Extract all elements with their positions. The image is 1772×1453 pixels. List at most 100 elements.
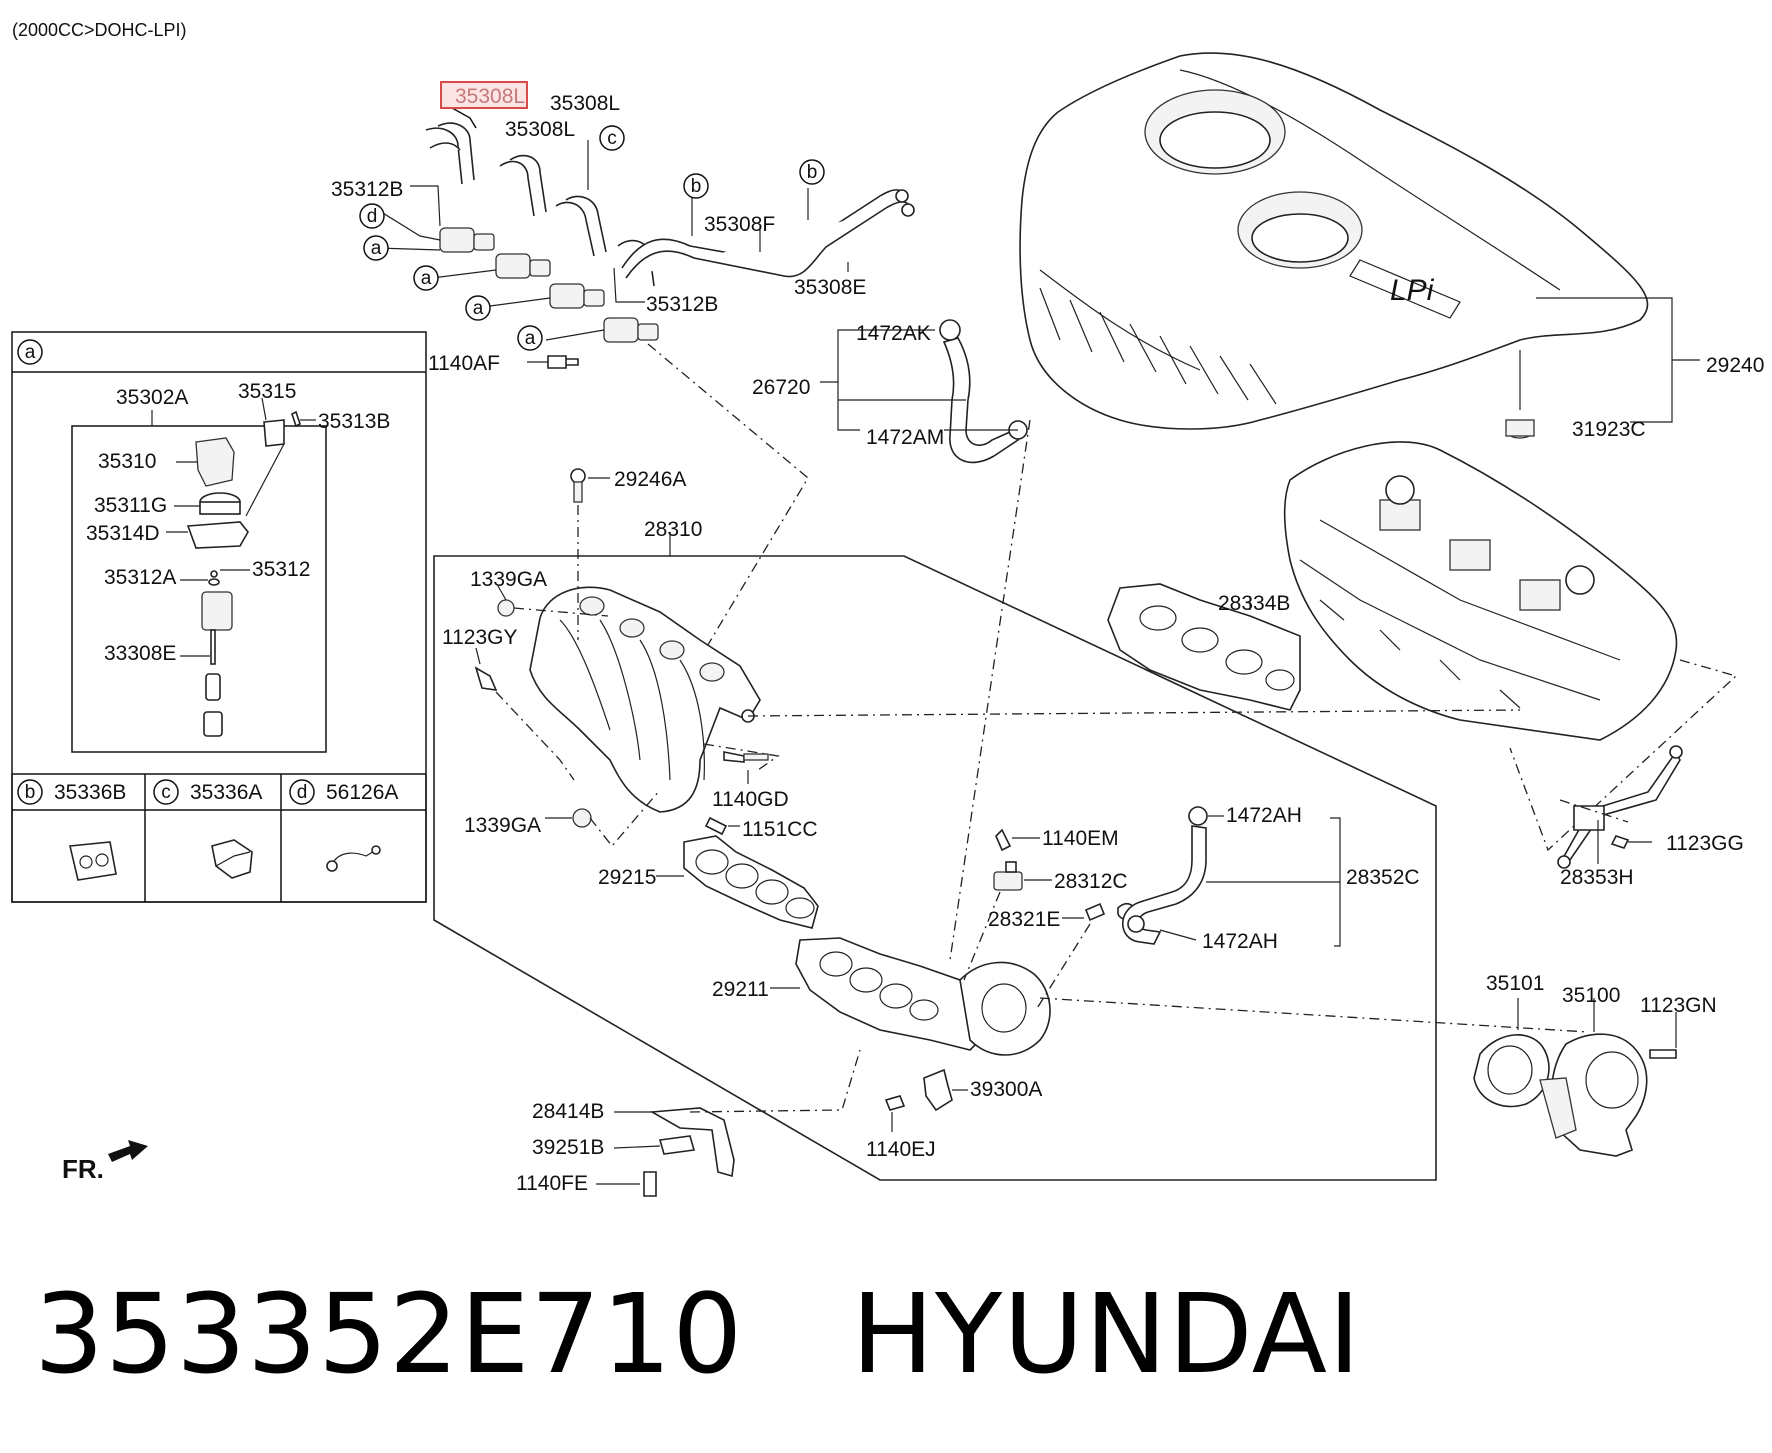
front-direction-arrow xyxy=(108,1140,148,1162)
callout-1472AM[interactable]: 1472AM xyxy=(866,426,944,449)
inset-cell-d-part[interactable]: 56126A xyxy=(326,781,398,804)
wire-56126A xyxy=(331,849,377,865)
inset-35310[interactable]: 35310 xyxy=(98,450,156,473)
callout-1140AF[interactable]: 1140AF xyxy=(428,352,500,375)
callout-28334B[interactable]: 28334B xyxy=(1218,592,1290,615)
fuel-injectors xyxy=(439,227,659,343)
stud-1151CC xyxy=(704,816,728,836)
inset-33308E[interactable]: 33308E xyxy=(104,642,176,665)
callout-1123GY[interactable]: 1123GY xyxy=(442,626,518,649)
ref-markers: c b b d a a a a xyxy=(359,125,825,351)
inset-35311G[interactable]: 35311G xyxy=(94,494,167,517)
bolt-1140GD xyxy=(723,751,769,763)
callout-28310[interactable]: 28310 xyxy=(644,518,702,541)
callout-1151CC[interactable]: 1151CC xyxy=(742,818,818,841)
highlighted-part-box xyxy=(440,81,528,109)
callout-35312B-b[interactable]: 35312B xyxy=(646,293,718,316)
inset-35312A[interactable]: 35312A xyxy=(104,566,176,589)
callout-1339GA-b[interactable]: 1339GA xyxy=(464,814,541,837)
callout-31923C[interactable]: 31923C xyxy=(1572,418,1646,441)
callout-35308L-highlighted[interactable]: 35308L xyxy=(455,85,525,108)
callout-35308F[interactable]: 35308F xyxy=(704,213,775,236)
callout-29240[interactable]: 29240 xyxy=(1706,354,1764,377)
brand-name: HYUNDAI xyxy=(851,1270,1362,1398)
callout-1339GA-a[interactable]: 1339GA xyxy=(470,568,547,591)
callout-1140FE[interactable]: 1140FE xyxy=(516,1172,588,1195)
sensor-39300A xyxy=(923,1068,953,1112)
throttle-body-35100 xyxy=(1539,1033,1648,1157)
ref-marker-d: d xyxy=(367,206,378,227)
nut-1339GA-upper xyxy=(497,599,515,617)
sensor-28312C xyxy=(993,861,1023,891)
clip-35336A xyxy=(211,839,253,879)
callout-labels: 35308L 35308L 35308L 35312B 35308F 35308… xyxy=(331,81,1764,1195)
callout-35312B-a[interactable]: 35312B xyxy=(331,178,403,201)
inset-35315[interactable]: 35315 xyxy=(238,380,296,403)
callout-39300A[interactable]: 39300A xyxy=(970,1078,1042,1101)
callout-1472AH-a[interactable]: 1472AH xyxy=(1226,804,1302,827)
inset-cell-c-marker: c xyxy=(161,782,171,803)
callout-28312C[interactable]: 28312C xyxy=(1054,870,1128,893)
callout-28414B[interactable]: 28414B xyxy=(532,1100,604,1123)
callout-1140EJ[interactable]: 1140EJ xyxy=(866,1138,936,1161)
callout-1123GG[interactable]: 1123GG xyxy=(1666,832,1744,855)
front-direction-label: FR. xyxy=(62,1154,104,1184)
engine-spec-label: (2000CC>DOHC-LPI) xyxy=(12,20,187,40)
ref-marker-b2: b xyxy=(807,162,818,183)
callout-35308E[interactable]: 35308E xyxy=(794,276,866,299)
inset-a-panel: a 35302A 35315 35313B 35310 35311G 35314… xyxy=(11,331,427,903)
callout-28352C[interactable]: 28352C xyxy=(1346,866,1420,889)
ref-marker-a4: a xyxy=(525,328,536,349)
grommet xyxy=(1505,419,1535,439)
callout-35101[interactable]: 35101 xyxy=(1486,972,1544,995)
fuel-injector-hoses xyxy=(425,103,915,287)
ref-marker-c: c xyxy=(607,128,617,149)
callout-1140EM[interactable]: 1140EM xyxy=(1042,827,1119,850)
intake-manifold xyxy=(529,586,761,813)
inset-a-marker: a xyxy=(25,342,36,363)
svg-text:LPi: LPi xyxy=(1390,274,1435,307)
inset-cell-d-marker: d xyxy=(297,782,308,803)
bolt-1123GY xyxy=(474,666,498,691)
ref-marker-a1: a xyxy=(371,238,382,259)
bracket-28414B xyxy=(643,1107,735,1197)
callout-28353H[interactable]: 28353H xyxy=(1560,866,1634,889)
inset-35312[interactable]: 35312 xyxy=(252,558,310,581)
ref-marker-a2: a xyxy=(421,268,432,289)
inset-cell-c-part[interactable]: 35336A xyxy=(190,781,262,804)
inset-cell-b-part[interactable]: 35336B xyxy=(54,781,126,804)
gasket-29215 xyxy=(683,835,819,929)
callout-1140GD[interactable]: 1140GD xyxy=(712,788,789,811)
callout-26720[interactable]: 26720 xyxy=(752,376,810,399)
callout-35308L-a[interactable]: 35308L xyxy=(550,92,620,115)
nut-1339GA-lower xyxy=(572,808,592,828)
callout-1472AK[interactable]: 1472AK xyxy=(856,322,931,345)
callout-28321E[interactable]: 28321E xyxy=(988,908,1060,931)
stud-29246A xyxy=(570,468,586,503)
part-number[interactable]: 353352E710 xyxy=(34,1270,744,1398)
part-number-banner: 353352E710 HYUNDAI xyxy=(34,1270,1361,1398)
inset-35302A[interactable]: 35302A xyxy=(116,386,188,409)
callout-29246A[interactable]: 29246A xyxy=(614,468,686,491)
inset-35313B[interactable]: 35313B xyxy=(318,410,390,433)
pcv-hose xyxy=(939,319,1028,464)
callout-39251B[interactable]: 39251B xyxy=(532,1136,604,1159)
throttle-gasket-35101 xyxy=(1473,1034,1550,1108)
callout-1123GN[interactable]: 1123GN xyxy=(1640,994,1717,1017)
clip-35336B xyxy=(69,841,117,881)
callout-29211[interactable]: 29211 xyxy=(712,978,769,1001)
ref-marker-a3: a xyxy=(473,298,484,319)
inset-35314D[interactable]: 35314D xyxy=(86,522,160,545)
cylinder-head xyxy=(1283,441,1678,741)
engine-cover: LPi xyxy=(1019,52,1649,430)
coolant-hose-28352C xyxy=(1122,806,1208,945)
inset-cells: b 35336B c 35336A d 56126A xyxy=(11,773,427,903)
manifold-lower-29211 xyxy=(795,937,1051,1056)
callout-35308L-b[interactable]: 35308L xyxy=(505,118,575,141)
callout-1472AH-b[interactable]: 1472AH xyxy=(1202,930,1278,953)
inset-cell-b-marker: b xyxy=(25,782,36,803)
gasket-28334B xyxy=(1107,583,1301,711)
callout-35100[interactable]: 35100 xyxy=(1562,984,1620,1007)
ref-marker-b1: b xyxy=(691,176,702,197)
callout-29215[interactable]: 29215 xyxy=(598,866,656,889)
